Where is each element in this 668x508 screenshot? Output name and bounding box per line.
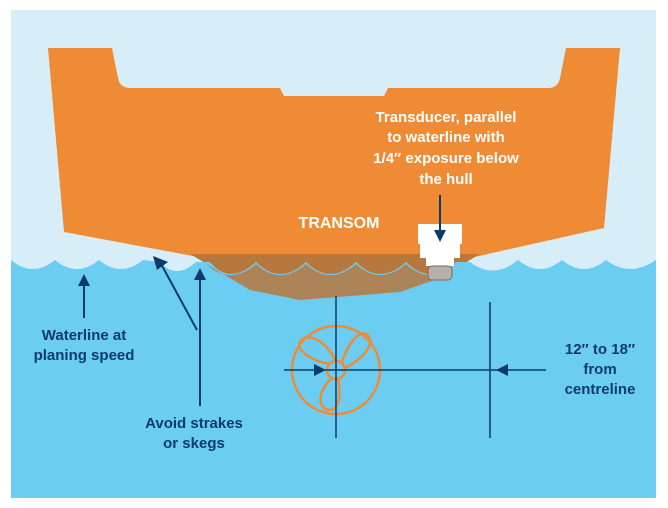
- strakes-label: Avoid strakes or skegs: [145, 415, 243, 452]
- waterline-label: Waterline at planing speed: [34, 327, 135, 364]
- waterline-label-line: Waterline at: [42, 327, 126, 344]
- transducer-arrowhead: [434, 230, 446, 242]
- transom-hull: [48, 48, 620, 258]
- waterline-arrowhead: [78, 274, 90, 286]
- transducer-label-line: to waterline with: [387, 129, 505, 146]
- distance-label-line: from: [583, 361, 616, 378]
- distance-label-line: centreline: [565, 381, 636, 398]
- strakes-arrowhead-vertical: [194, 268, 206, 280]
- distance-label-line: 12″ to 18″: [565, 341, 635, 358]
- strakes-arrowhead-diagonal: [153, 256, 168, 270]
- distance-arrowhead: [496, 364, 508, 376]
- transducer-label: Transducer, parallel to waterline with 1…: [373, 109, 519, 188]
- waterline-label-line: planing speed: [34, 347, 135, 364]
- transducer-label-line: the hull: [419, 171, 472, 188]
- strakes-arrow-line-diagonal: [159, 261, 198, 331]
- submerged-hull-overlay: [206, 264, 456, 300]
- strakes-label-line: Avoid strakes: [145, 415, 243, 432]
- transducer-label-line: Transducer, parallel: [376, 109, 517, 126]
- transducer-label-line: 1/4″ exposure below: [373, 150, 519, 167]
- axis-left-arrowhead: [314, 364, 326, 376]
- distance-label: 12″ to 18″ from centreline: [565, 341, 636, 398]
- transom-label: TRANSOM: [299, 215, 380, 232]
- strakes-label-line: or skegs: [163, 435, 225, 452]
